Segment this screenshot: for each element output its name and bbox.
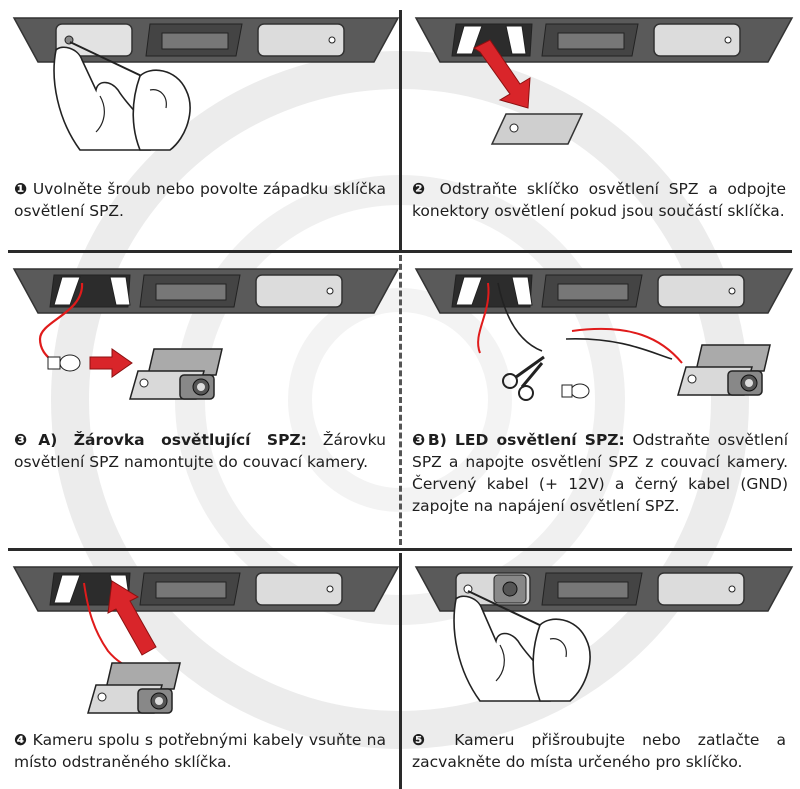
step-3b-text: Odstraňte osvětlení SPZ a napojte osvětl… bbox=[412, 431, 789, 515]
step-4-caption: ❹ Kameru spolu s potřebnými kabely vsuňt… bbox=[14, 729, 386, 773]
step-1-caption: ❶ Uvolněte šroub nebo povolte západku sk… bbox=[14, 178, 386, 222]
step-2-illustration bbox=[414, 17, 794, 145]
step-4-marker: ❹ bbox=[14, 731, 28, 749]
step-2-text: Odstraňte sklíčko osvětlení SPZ a odpojt… bbox=[412, 180, 786, 220]
step-4-panel: ❹ Kameru spolu s potřebnými kabely vsuňt… bbox=[0, 551, 399, 789]
divider-row-1 bbox=[8, 250, 792, 253]
step-5-panel: ❺ Kameru přišroubujte nebo zatlačte a za… bbox=[402, 551, 800, 789]
step-1-panel: ❶ Uvolněte šroub nebo povolte západku sk… bbox=[0, 0, 399, 250]
divider-row-2 bbox=[8, 548, 792, 551]
step-1-marker: ❶ bbox=[14, 180, 28, 198]
step-3a-illustration bbox=[12, 268, 399, 400]
step-3b-illustration bbox=[414, 268, 794, 401]
step-2-marker: ❷ bbox=[412, 180, 430, 198]
divider-col-top bbox=[399, 10, 402, 250]
step-3b-label: B) LED osvětlení SPZ: bbox=[427, 431, 625, 449]
step-3a-caption: ❸A) Žárovka osvětlující SPZ: Žárovku osv… bbox=[14, 429, 386, 473]
step-1-text: Uvolněte šroub nebo povolte západku sklí… bbox=[14, 180, 386, 220]
divider-col-mid bbox=[399, 255, 402, 545]
step-2-caption: ❷ Odstraňte sklíčko osvětlení SPZ a odpo… bbox=[412, 178, 786, 222]
step-2-panel: ❷ Odstraňte sklíčko osvětlení SPZ a odpo… bbox=[402, 0, 800, 250]
divider-col-bottom bbox=[399, 553, 402, 789]
step-5-marker: ❺ bbox=[412, 731, 438, 749]
step-5-caption: ❺ Kameru přišroubujte nebo zatlačte a za… bbox=[412, 729, 786, 773]
step-3a-text: Žárovku osvětlení SPZ namontujte do couv… bbox=[14, 431, 387, 471]
step-5-text: Kameru přišroubujte nebo zatlačte a zacv… bbox=[412, 731, 786, 771]
step-3a-panel: ❸A) Žárovka osvětlující SPZ: Žárovku osv… bbox=[0, 253, 399, 548]
step-3b-panel: ❸B) LED osvětlení SPZ: Odstraňte osvětle… bbox=[402, 253, 800, 548]
step-5-illustration bbox=[414, 566, 794, 702]
step-3a-marker: ❸ bbox=[14, 431, 39, 449]
step-1-illustration bbox=[12, 17, 399, 151]
step-3b-marker: ❸ bbox=[412, 431, 428, 449]
step-4-illustration bbox=[12, 566, 399, 714]
step-3b-caption: ❸B) LED osvětlení SPZ: Odstraňte osvětle… bbox=[412, 429, 788, 517]
step-3a-label: A) Žárovka osvětlující SPZ: bbox=[38, 431, 307, 449]
step-4-text: Kameru spolu s potřebnými kabely vsuňte … bbox=[14, 731, 386, 771]
